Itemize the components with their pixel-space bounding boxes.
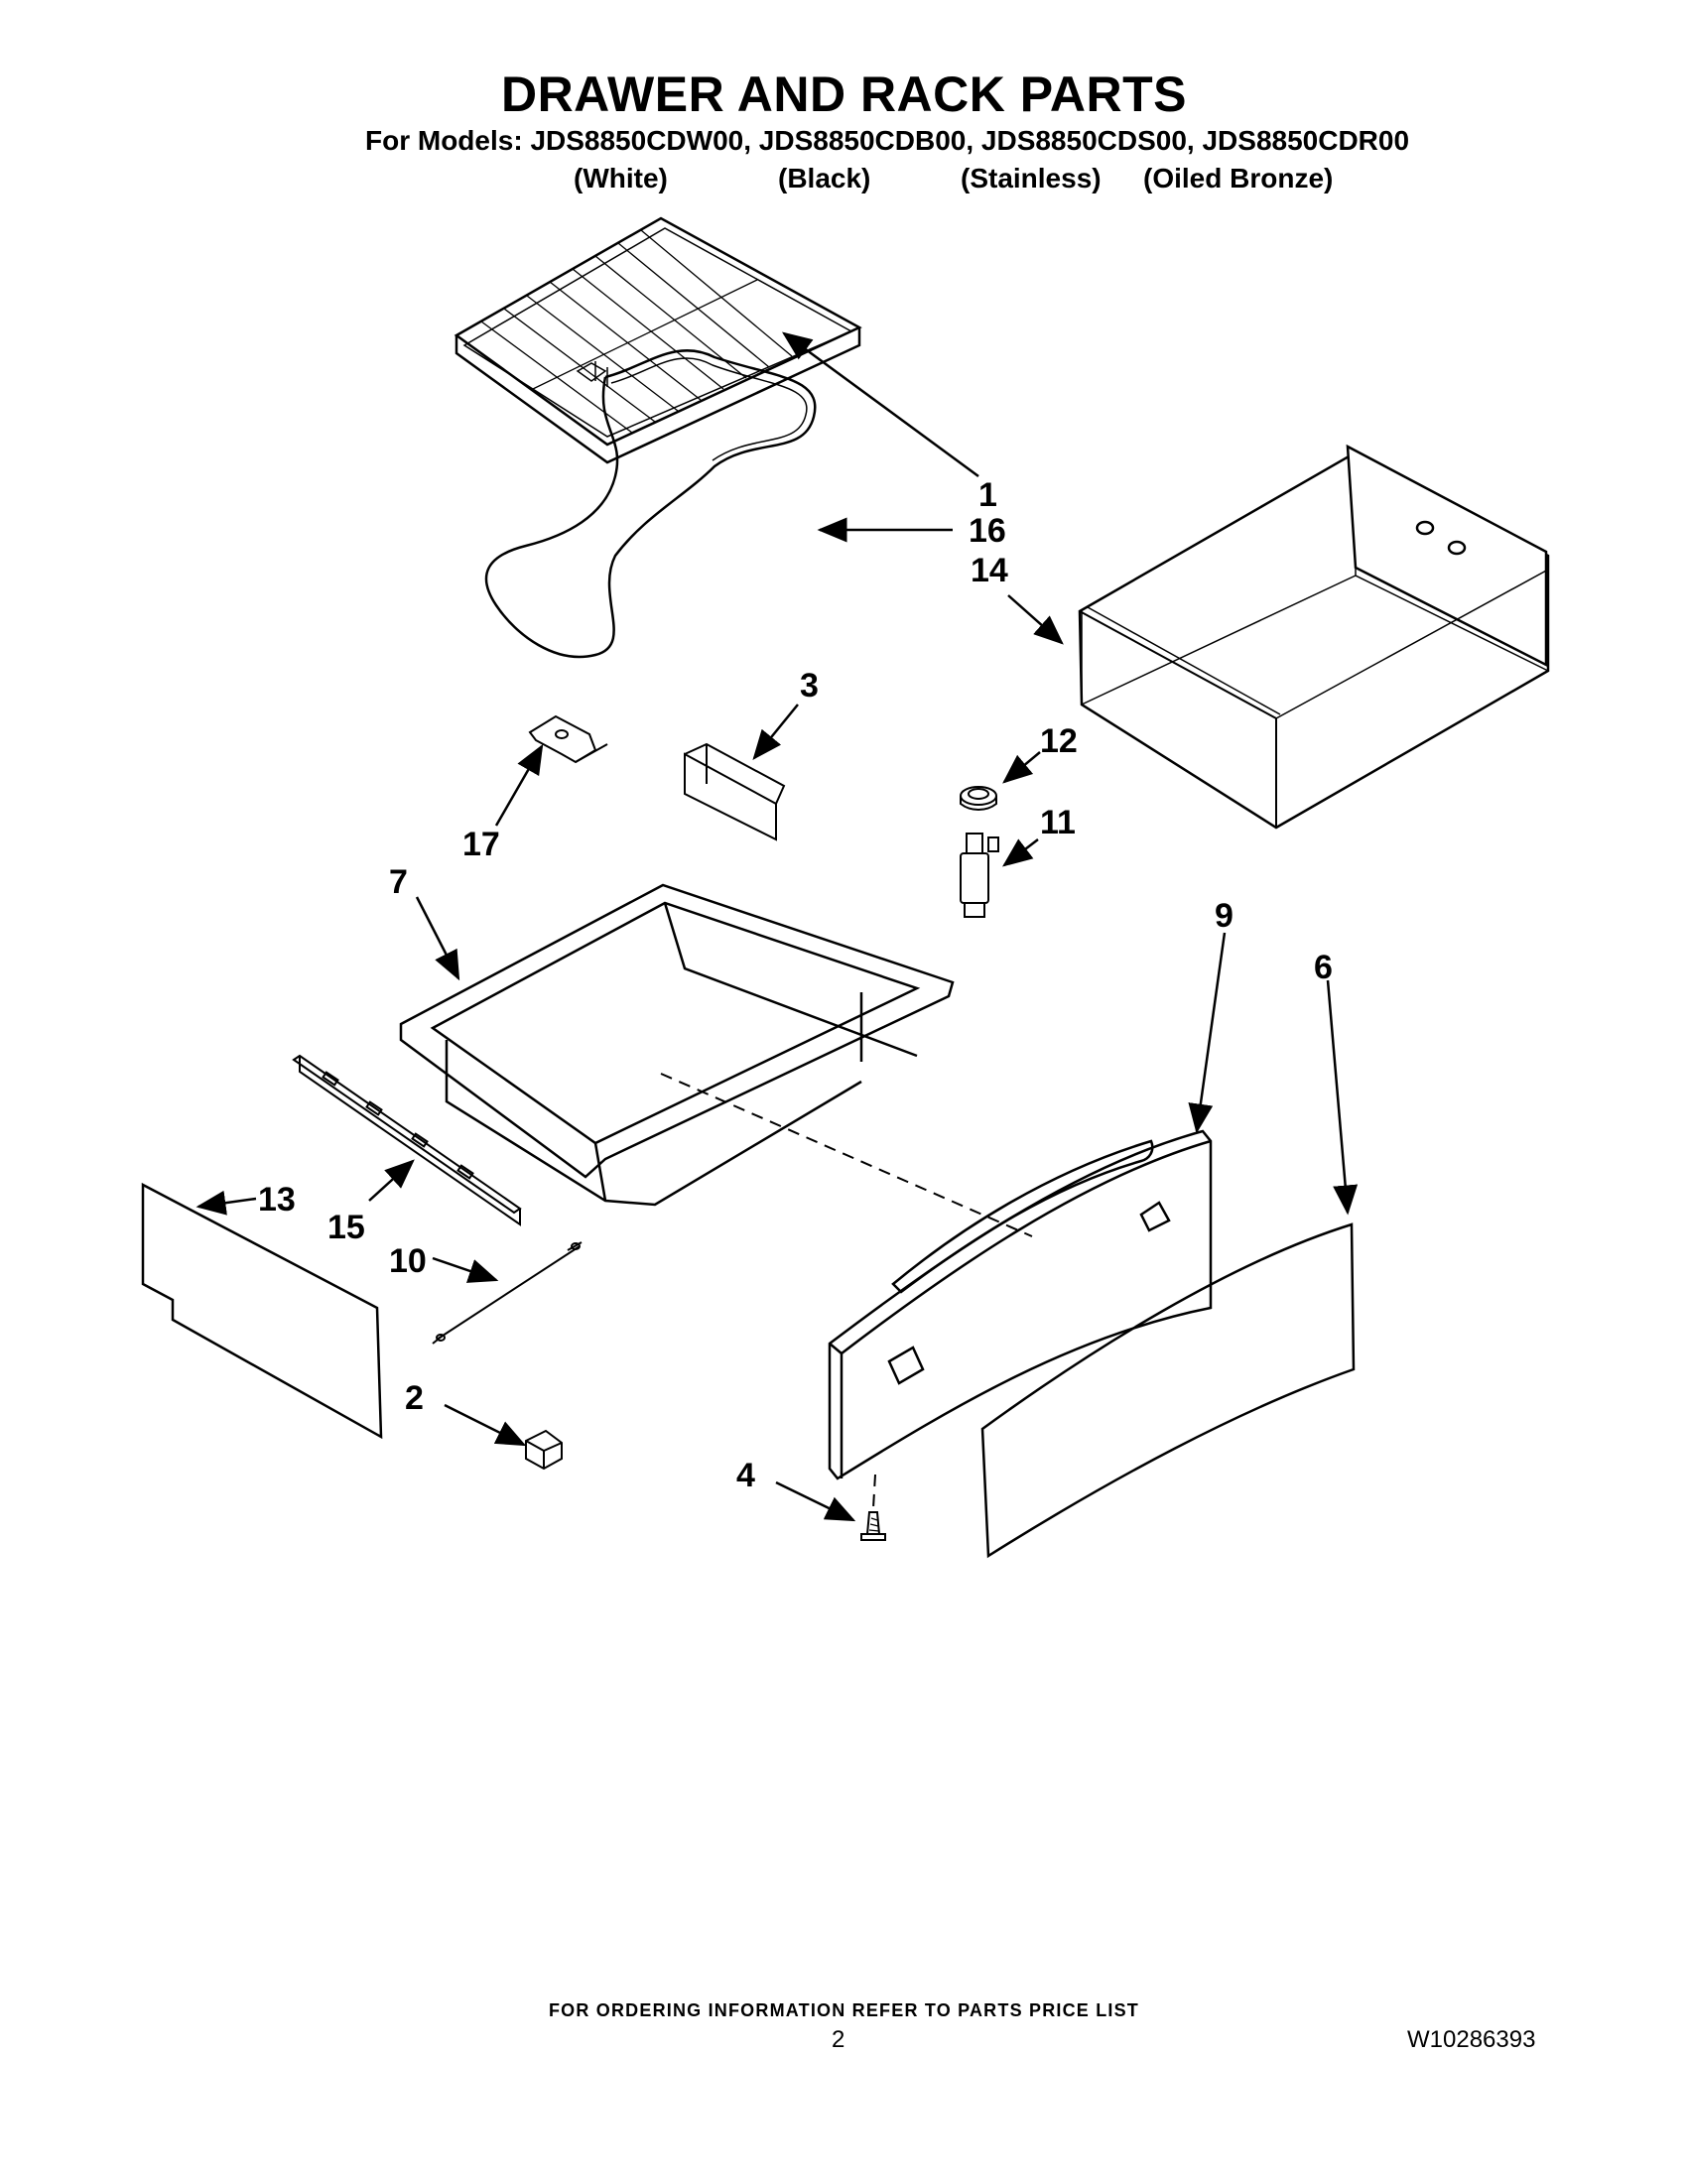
models-line: For Models: JDS8850CDW00, JDS8850CDB00, … bbox=[365, 125, 1410, 156]
drawer-pan bbox=[399, 883, 955, 1207]
color-label-oiled-bronze: (Oiled Bronze) bbox=[1143, 163, 1334, 193]
trim-strip bbox=[292, 1054, 522, 1226]
wire-harness bbox=[432, 1241, 583, 1345]
callout-15: 15 bbox=[327, 1209, 365, 1246]
lower-panel bbox=[141, 1182, 383, 1440]
callout-4: 4 bbox=[736, 1457, 755, 1494]
callout-17: 17 bbox=[462, 826, 500, 863]
callout-13: 13 bbox=[258, 1181, 296, 1219]
drawer-liner bbox=[1078, 444, 1550, 830]
callout-10: 10 bbox=[389, 1242, 427, 1280]
callout-2: 2 bbox=[405, 1379, 424, 1417]
page-number: 2 bbox=[832, 2026, 845, 2053]
front-panel-insert bbox=[980, 1222, 1356, 1559]
callout-3: 3 bbox=[800, 667, 819, 705]
screw bbox=[860, 1511, 886, 1541]
callout-16: 16 bbox=[969, 512, 1006, 550]
cap-nut bbox=[525, 1429, 563, 1471]
color-label-stainless: (Stainless) bbox=[961, 163, 1102, 193]
ordering-note: FOR ORDERING INFORMATION REFER TO PARTS … bbox=[548, 2000, 1139, 2020]
callout-11: 11 bbox=[1040, 804, 1076, 841]
page-title: DRAWER AND RACK PARTS bbox=[500, 66, 1188, 122]
callout-1: 1 bbox=[978, 476, 997, 514]
document-code: W10286393 bbox=[1407, 2026, 1536, 2053]
bracket bbox=[684, 742, 786, 841]
leader-lines bbox=[195, 331, 1359, 1522]
oven-rack bbox=[454, 216, 862, 464]
drawer-switch bbox=[960, 833, 999, 918]
callout-14: 14 bbox=[971, 552, 1008, 589]
callout-6: 6 bbox=[1314, 949, 1333, 986]
lock-nut bbox=[960, 786, 997, 811]
drawer-front bbox=[828, 1129, 1213, 1480]
bake-element bbox=[484, 349, 817, 659]
color-label-white: (White) bbox=[574, 163, 668, 193]
color-label-black: (Black) bbox=[778, 163, 871, 193]
callout-9: 9 bbox=[1215, 897, 1234, 935]
callout-7: 7 bbox=[389, 863, 408, 901]
clip bbox=[528, 714, 608, 764]
assembly-dash-lines bbox=[660, 1073, 1033, 1509]
callout-12: 12 bbox=[1040, 722, 1078, 760]
